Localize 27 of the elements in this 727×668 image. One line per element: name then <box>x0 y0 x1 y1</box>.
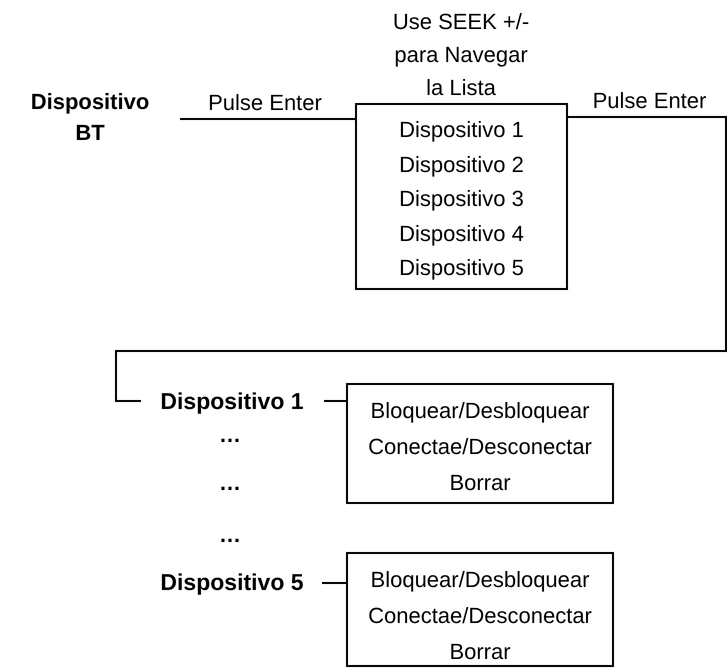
instruction-note: Use SEEK +/- para Navegar la Lista <box>392 8 530 102</box>
item-label: Dispositivo 5 <box>146 567 318 597</box>
ellipsis-text: … <box>218 469 242 497</box>
menu-option: Bloquear/Desbloquear <box>348 393 612 429</box>
menu-box <box>355 103 568 290</box>
menu-box <box>346 383 614 504</box>
menu-option: Conectae/Desconectar <box>348 598 612 634</box>
connector-line <box>324 400 346 402</box>
edge-label: Pulse Enter <box>592 88 708 114</box>
menu-option: Dispositivo 2 <box>357 148 566 182</box>
menu-box <box>346 552 614 667</box>
item-label: Dispositivo 1 <box>146 386 318 416</box>
menu-option: Borrar <box>348 634 612 668</box>
menu-option: Conectae/Desconectar <box>348 429 612 465</box>
menu-option: Dispositivo 3 <box>357 182 566 216</box>
menu-option: Dispositivo 5 <box>357 251 566 286</box>
connector-line <box>322 582 346 584</box>
connector-line <box>115 116 727 402</box>
menu-option: Dispositivo 4 <box>357 216 566 251</box>
ellipsis-text: … <box>218 521 242 549</box>
menu-option: Borrar <box>348 465 612 501</box>
item-label: Dispositivo BT <box>15 86 165 148</box>
menu-option: Bloquear/Desbloquear <box>348 562 612 598</box>
ellipsis-text: … <box>218 421 242 449</box>
edge-label: Pulse Enter <box>207 90 323 116</box>
menu-option: Dispositivo 1 <box>357 113 566 148</box>
connector-line <box>180 118 355 120</box>
